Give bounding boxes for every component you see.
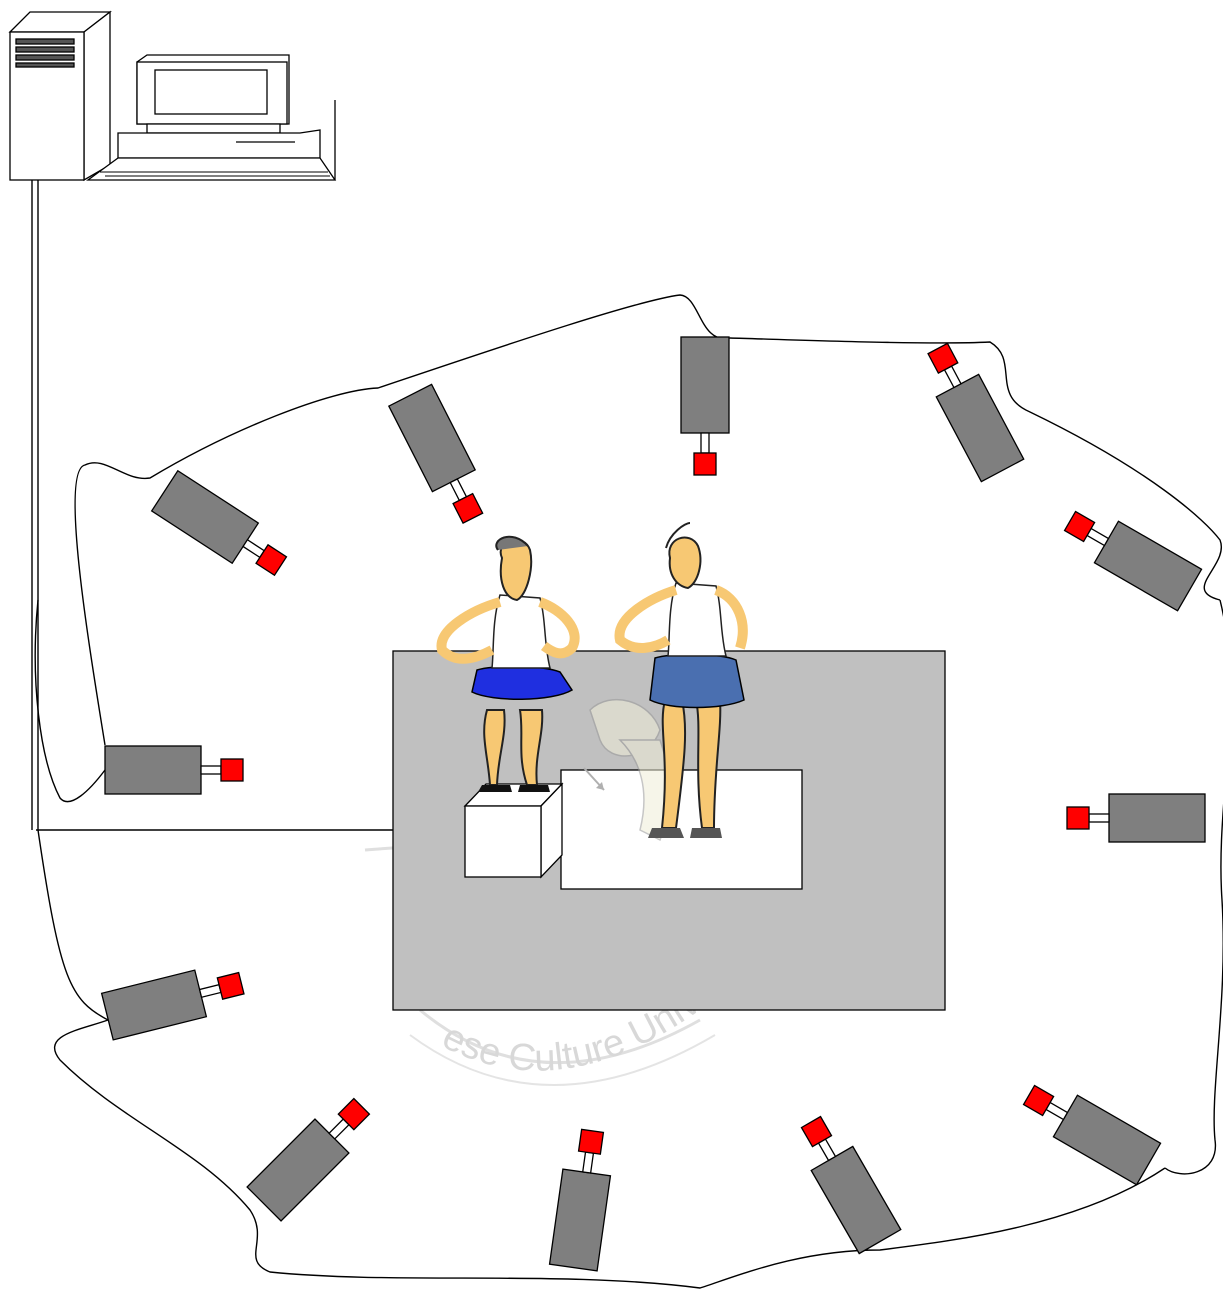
camera-body: [150, 469, 260, 565]
camera-lens: [452, 492, 484, 525]
camera-lens: [577, 1128, 605, 1155]
video-camera-icon: [387, 383, 484, 525]
camera-mount: [943, 365, 962, 389]
camera-mount: [200, 765, 222, 775]
video-camera-icon: [1022, 1084, 1162, 1186]
camera-lens: [800, 1115, 833, 1148]
camera-body: [1093, 520, 1203, 612]
camera-body: [548, 1168, 612, 1272]
jump-arrow: [583, 767, 605, 791]
camera-mount: [198, 983, 222, 999]
video-camera-icon: [1066, 793, 1206, 843]
camera-body: [935, 373, 1025, 483]
athlete-figure-icon: [436, 535, 580, 792]
video-camera-icon: [104, 745, 244, 795]
camera-body: [100, 969, 208, 1041]
camera-lens: [1063, 510, 1096, 543]
camera-array: [100, 336, 1206, 1272]
video-camera-icon: [680, 336, 730, 476]
camera-body: [810, 1145, 902, 1255]
camera-mount: [1088, 813, 1110, 823]
video-camera-icon: [800, 1115, 902, 1255]
step-box: [463, 782, 564, 879]
camera-body: [387, 383, 477, 493]
camera-mount: [449, 478, 468, 502]
camera-mount: [581, 1151, 595, 1174]
camera-body: [1052, 1094, 1162, 1186]
camera-lens: [693, 452, 717, 476]
desktop-computer-icon: [8, 10, 337, 182]
video-camera-icon: [150, 469, 288, 577]
camera-body: [104, 745, 202, 795]
camera-lens: [255, 543, 288, 577]
camera-lens: [1066, 806, 1090, 830]
camera-lens: [216, 971, 245, 1001]
athlete-figure-icon: [614, 522, 748, 838]
camera-lens: [337, 1097, 371, 1131]
camera-lens: [1022, 1084, 1055, 1117]
camera-lens: [220, 758, 244, 782]
video-camera-icon: [927, 342, 1025, 483]
video-camera-icon: [548, 1128, 612, 1272]
video-camera-icon: [246, 1097, 371, 1222]
camera-body: [1108, 793, 1206, 843]
camera-mount: [700, 432, 710, 454]
video-camera-icon: [100, 969, 245, 1041]
camera-body: [680, 336, 730, 434]
video-camera-icon: [1063, 510, 1203, 612]
athlete-landing-ghost: [589, 698, 671, 842]
camera-lens: [927, 342, 959, 375]
